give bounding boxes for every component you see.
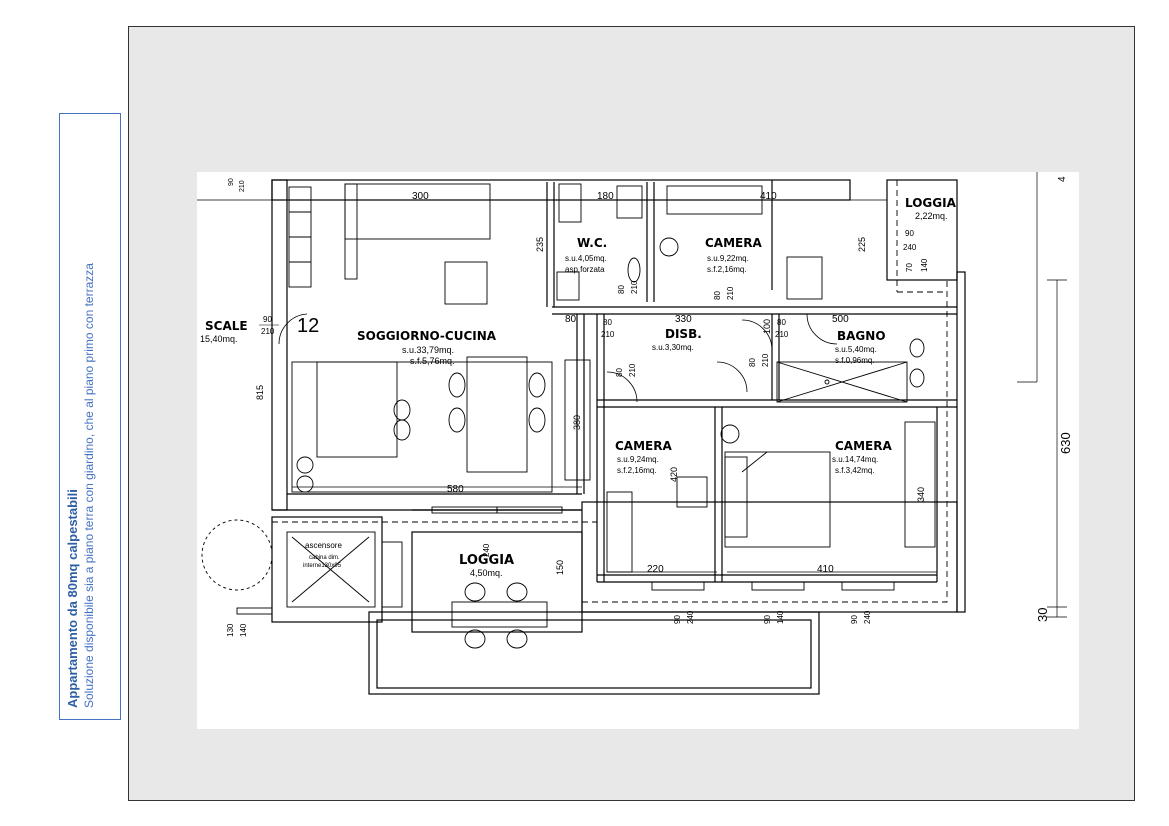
room-wc-name: W.C. <box>577 236 607 250</box>
floor-plan-svg: LOGGIA 2,22mq. SCALE 15,40mq. 12 SOGGIOR… <box>197 172 1073 695</box>
dim-150: 150 <box>555 560 565 575</box>
furniture <box>201 183 936 649</box>
door-dimensions: 90 210 80 210 80 210 90 240 70 140 90 24… <box>226 178 929 637</box>
dim-630: 630 <box>1058 432 1073 454</box>
door-210-mid: 210 <box>628 363 637 377</box>
door-210: 210 <box>261 327 275 336</box>
room-camera-top-name: CAMERA <box>705 236 762 250</box>
door-240-w1: 240 <box>686 610 695 624</box>
unit-number: 12 <box>297 315 319 337</box>
vertical-dimensions: 225 235 815 380 420 340 150 100 630 30 <box>255 237 1073 622</box>
door-90-w1: 90 <box>673 615 682 624</box>
room-bagno-su: s.u.5,40mq. <box>835 345 877 354</box>
door-arcs <box>278 313 838 403</box>
door-140-bl: 140 <box>239 623 248 637</box>
dim-410a: 410 <box>760 191 777 202</box>
door-80-bagno: 80 <box>777 318 786 327</box>
door-90: 90 <box>263 315 272 324</box>
door-130: 130 <box>226 623 235 637</box>
room-camera-mid-sf: s.f.2,16mq. <box>617 466 657 475</box>
dimension-lines <box>197 172 1067 618</box>
door-140: 140 <box>920 258 929 272</box>
room-camera-big-sf: s.f.3,42mq. <box>835 466 875 475</box>
room-loggia-bottom-area: 4,50mq. <box>470 568 503 578</box>
sidebar-caption: Appartamento da 80mq calpestabili Soluzi… <box>59 113 119 718</box>
door-210-bagno: 210 <box>775 330 789 339</box>
room-loggia-top-name: LOGGIA <box>905 196 957 210</box>
door-210-disb: 210 <box>601 330 615 339</box>
dim-500: 500 <box>832 314 849 325</box>
floor-plan: LOGGIA 2,22mq. SCALE 15,40mq. 12 SOGGIOR… <box>197 172 1079 729</box>
door-80-cam: 80 <box>713 291 722 300</box>
room-soggiorno-name: SOGGIORNO-CUCINA <box>357 329 497 343</box>
dim-815: 815 <box>255 385 265 400</box>
door-210-cam: 210 <box>726 286 735 300</box>
door-80-big: 80 <box>748 358 757 367</box>
room-soggiorno-sf: s.f.5,76mq. <box>410 356 455 366</box>
door-80-disb: 80 <box>603 318 612 327</box>
room-scale-area: 15,40mq. <box>200 334 238 344</box>
sidebar-subtitle: Soluzione disponibile sia a piano terra … <box>82 263 96 708</box>
room-loggia-bottom-name: LOGGIA <box>459 553 514 568</box>
door-240-loggia-b: 240 <box>482 543 491 557</box>
dim-580: 580 <box>447 484 464 495</box>
dim-100: 100 <box>762 319 772 334</box>
room-soggiorno-su: s.u.33,79mq. <box>402 345 454 355</box>
dim-225: 225 <box>857 237 867 252</box>
room-wc-extra: asp.forzata <box>565 265 605 274</box>
dim-220: 220 <box>647 564 664 575</box>
dim-300: 300 <box>412 191 429 202</box>
door-210-wc: 210 <box>630 280 639 294</box>
ascensore-line2: interne130x95 <box>303 563 342 569</box>
room-disb-su: s.u.3,30mq. <box>652 343 694 352</box>
room-camera-big-su: s.u.14,74mq. <box>832 455 878 464</box>
room-bagno-name: BAGNO <box>837 329 886 343</box>
door-80-mid: 80 <box>615 368 624 377</box>
ascensore-line1: cabina dim. <box>309 555 340 561</box>
dim-410b: 410 <box>817 564 834 575</box>
room-camera-mid-name: CAMERA <box>615 439 672 453</box>
room-scale-name: SCALE <box>205 319 248 333</box>
ascensore-name: ascensore <box>305 541 342 550</box>
sidebar-frame <box>59 113 121 720</box>
dashed-lines <box>272 180 948 603</box>
dim-4: 4 <box>1057 176 1068 182</box>
door-240-w3: 240 <box>863 610 872 624</box>
room-bagno-sf: s.f.0,96mq. <box>835 356 875 365</box>
room-camera-top-sf: s.f.2,16mq. <box>707 265 747 274</box>
dim-330: 330 <box>675 314 692 325</box>
room-camera-top-su: s.u.9,22mq. <box>707 254 749 263</box>
door-90-w2: 90 <box>763 615 772 624</box>
door-70: 70 <box>905 263 914 272</box>
door-140-w2: 140 <box>776 610 785 624</box>
sidebar-title: Appartamento da 80mq calpestabili <box>65 489 80 708</box>
door-210-top: 210 <box>239 180 246 192</box>
walls <box>271 179 966 695</box>
door-90-top: 90 <box>228 178 235 186</box>
room-loggia-top-area: 2,22mq. <box>915 211 948 221</box>
dim-420: 420 <box>669 467 679 482</box>
room-camera-mid-su: s.u.9,24mq. <box>617 455 659 464</box>
room-disb-name: DISB. <box>665 327 702 341</box>
dim-30: 30 <box>1035 608 1050 622</box>
dim-180: 180 <box>597 191 614 202</box>
room-camera-big-name: CAMERA <box>835 439 892 453</box>
door-80-wc: 80 <box>617 285 626 294</box>
dim-380: 380 <box>572 415 582 430</box>
dim-80: 80 <box>565 314 577 325</box>
dim-235: 235 <box>535 237 545 252</box>
room-wc-su: s.u.4,05mq. <box>565 254 607 263</box>
door-90-loggia: 90 <box>905 229 914 238</box>
door-210-big: 210 <box>761 353 770 367</box>
door-240-loggia: 240 <box>903 243 917 252</box>
dim-340: 340 <box>916 487 926 502</box>
door-90-w3: 90 <box>850 615 859 624</box>
